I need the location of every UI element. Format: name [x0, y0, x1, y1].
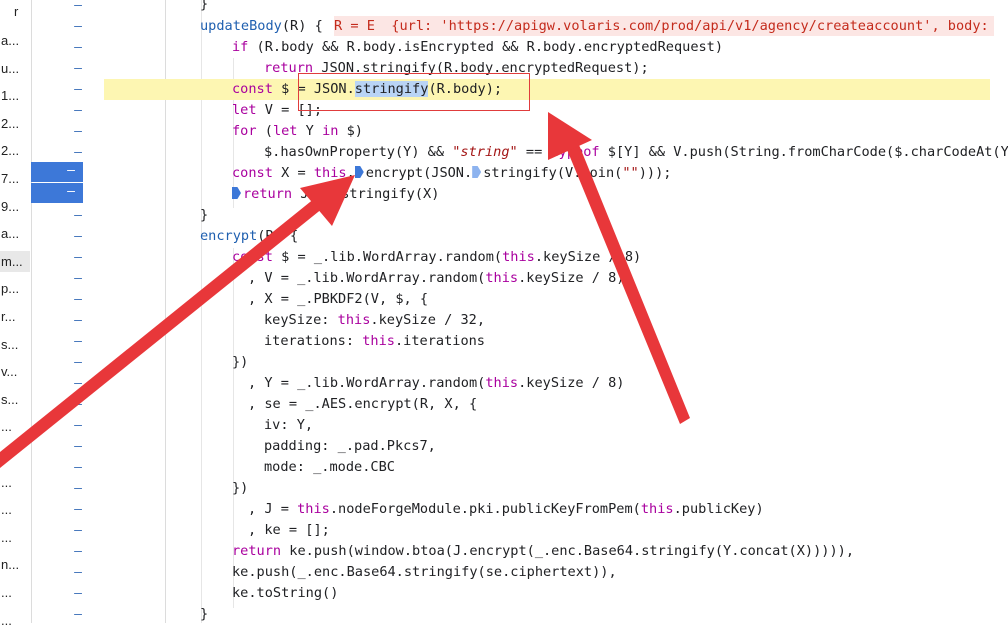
code-line: const $ = JSON.stringify(R.body); [232, 81, 503, 97]
file-list-item[interactable]: m... [0, 250, 30, 272]
gutter-line-marker[interactable]: – [74, 103, 82, 118]
code-line: const X = this.encrypt(JSON.stringify(V.… [232, 165, 672, 181]
inline-breakpoint-icon[interactable] [232, 187, 241, 199]
gutter-line-marker[interactable]: – [74, 439, 82, 454]
code-line: return ke.push(window.btoa(J.encrypt(_.e… [232, 543, 854, 559]
file-list-header: r [14, 4, 19, 19]
file-list-item[interactable]: a... [1, 33, 20, 48]
code-line: if (R.body && R.body.isEncrypted && R.bo… [232, 39, 724, 55]
current-execution-line [104, 79, 990, 100]
code-line: , ke = []; [248, 522, 330, 538]
inline-breakpoint-icon[interactable] [354, 166, 364, 178]
code-line: padding: _.pad.Pkcs7, [264, 438, 436, 454]
gutter-line-marker[interactable]: – [74, 376, 82, 391]
gutter-line-marker[interactable]: – [74, 313, 82, 328]
code-line: keySize: this.keySize / 32, [264, 312, 485, 328]
gutter-line-marker[interactable]: – [74, 460, 82, 475]
file-list-item[interactable]: 7... [1, 171, 20, 186]
code-line: }) [232, 354, 249, 370]
file-list-panel: a... u... 1... 2... 2... 7... 9... a... m... p...… [0, 0, 30, 628]
gutter-line-marker[interactable]: – [74, 418, 82, 433]
gutter-line-marker[interactable]: – [74, 523, 82, 538]
file-list-item[interactable]: 1... [1, 88, 20, 104]
code-line: , V = _.lib.WordArray.random(this.keySiz… [248, 270, 625, 286]
gutter-line-marker[interactable]: – [74, 586, 82, 601]
file-list-item[interactable]: v... [1, 364, 18, 380]
gutter-line-marker[interactable]: – [74, 334, 82, 349]
file-list-item[interactable]: r... [1, 309, 16, 324]
code-line: return JSON.stringify(X) [232, 184, 439, 205]
file-list-item[interactable]: n... [1, 557, 20, 573]
gutter-line-marker[interactable]: – [74, 355, 82, 370]
file-list-item[interactable]: ... [1, 502, 12, 518]
inline-breakpoint-icon[interactable] [472, 166, 482, 178]
gutter-line-marker[interactable]: – [74, 145, 82, 160]
gutter-line-marker[interactable]: – [74, 208, 82, 223]
file-list-item[interactable]: u... [1, 60, 20, 76]
file-list-item[interactable]: ... [1, 612, 12, 628]
code-line: } [200, 606, 209, 622]
code-line: iv: Y, [264, 417, 314, 433]
code-line: } [200, 207, 209, 223]
file-list-item[interactable]: 2... [1, 115, 20, 131]
file-list-item[interactable]: ... [1, 419, 12, 435]
code-line: , Y = _.lib.WordArray.random(this.keySiz… [248, 375, 625, 391]
code-line: }) [232, 480, 249, 496]
code-line: , X = _.PBKDF2(V, $, { [248, 291, 429, 307]
file-list-item[interactable]: 2... [1, 143, 20, 159]
gutter-line-marker[interactable]: – [74, 481, 82, 496]
gutter-line-marker[interactable]: – [74, 565, 82, 580]
gutter-line-marker[interactable]: – [74, 40, 82, 55]
code-line: ke.toString() [232, 585, 339, 601]
panel-divider [31, 0, 32, 623]
inline-debug-value[interactable]: R = E {url: 'https://apigw.volaris.com/p… [334, 16, 994, 36]
gutter-line-marker[interactable]: – [74, 292, 82, 307]
file-list-item[interactable]: s... [1, 336, 19, 352]
file-list-item[interactable]: ... [1, 474, 12, 490]
gutter-line-marker[interactable]: – [74, 271, 82, 286]
gutter-line-marker[interactable]: – [74, 502, 82, 517]
code-line: let V = []; [232, 102, 323, 118]
gutter-line-marker[interactable]: – [74, 250, 82, 265]
code-line: } [200, 0, 209, 12]
code-line: , J = this.nodeForgeModule.pki.publicKey… [248, 501, 764, 517]
code-line: ke.push(_.enc.Base64.stringify(se.cipher… [232, 564, 617, 580]
file-list-item[interactable]: p... [1, 281, 20, 297]
file-list-item[interactable]: ... [1, 447, 12, 462]
code-line: , se = _.AES.encrypt(R, X, { [248, 396, 478, 412]
code-line: encrypt(R) { [200, 228, 299, 244]
gutter-line-marker[interactable]: – [74, 82, 82, 97]
file-list-item[interactable]: a... [1, 226, 20, 242]
gutter-line-marker[interactable]: – [74, 607, 82, 622]
code-line: const $ = _.lib.WordArray.random(this.ke… [232, 249, 642, 265]
gutter-line-marker[interactable]: – [74, 124, 82, 139]
annotation-box [298, 73, 530, 111]
code-line: updateBody(R) { [200, 18, 323, 34]
code-line: $.hasOwnProperty(Y) && "string" == typeo… [264, 144, 1008, 160]
code-line: mode: _.mode.CBC [264, 459, 395, 475]
code-line: iterations: this.iterations [264, 333, 485, 349]
gutter-line-marker[interactable]: – [74, 544, 82, 559]
breakpoint-marker[interactable]: – [31, 162, 83, 182]
gutter-line-marker[interactable]: – [74, 0, 82, 13]
code-line: return JSON.stringify(R.body.encryptedRe… [264, 60, 649, 76]
code-line: for (let Y in $) [232, 123, 363, 139]
gutter-line-marker[interactable]: – [74, 19, 82, 34]
breakpoint-marker[interactable]: – [31, 183, 83, 203]
selected-token[interactable]: stringify [354, 81, 429, 97]
file-list-item[interactable]: 9... [1, 198, 20, 214]
gutter-line-marker[interactable]: – [74, 397, 82, 412]
file-list-item[interactable]: s... [1, 391, 19, 407]
gutter-line-marker[interactable]: – [74, 61, 82, 76]
file-list-item[interactable]: ... [1, 585, 12, 600]
indent-guide [233, 58, 234, 208]
file-list-item[interactable]: ... [1, 529, 12, 545]
gutter-line-marker[interactable]: – [74, 229, 82, 244]
